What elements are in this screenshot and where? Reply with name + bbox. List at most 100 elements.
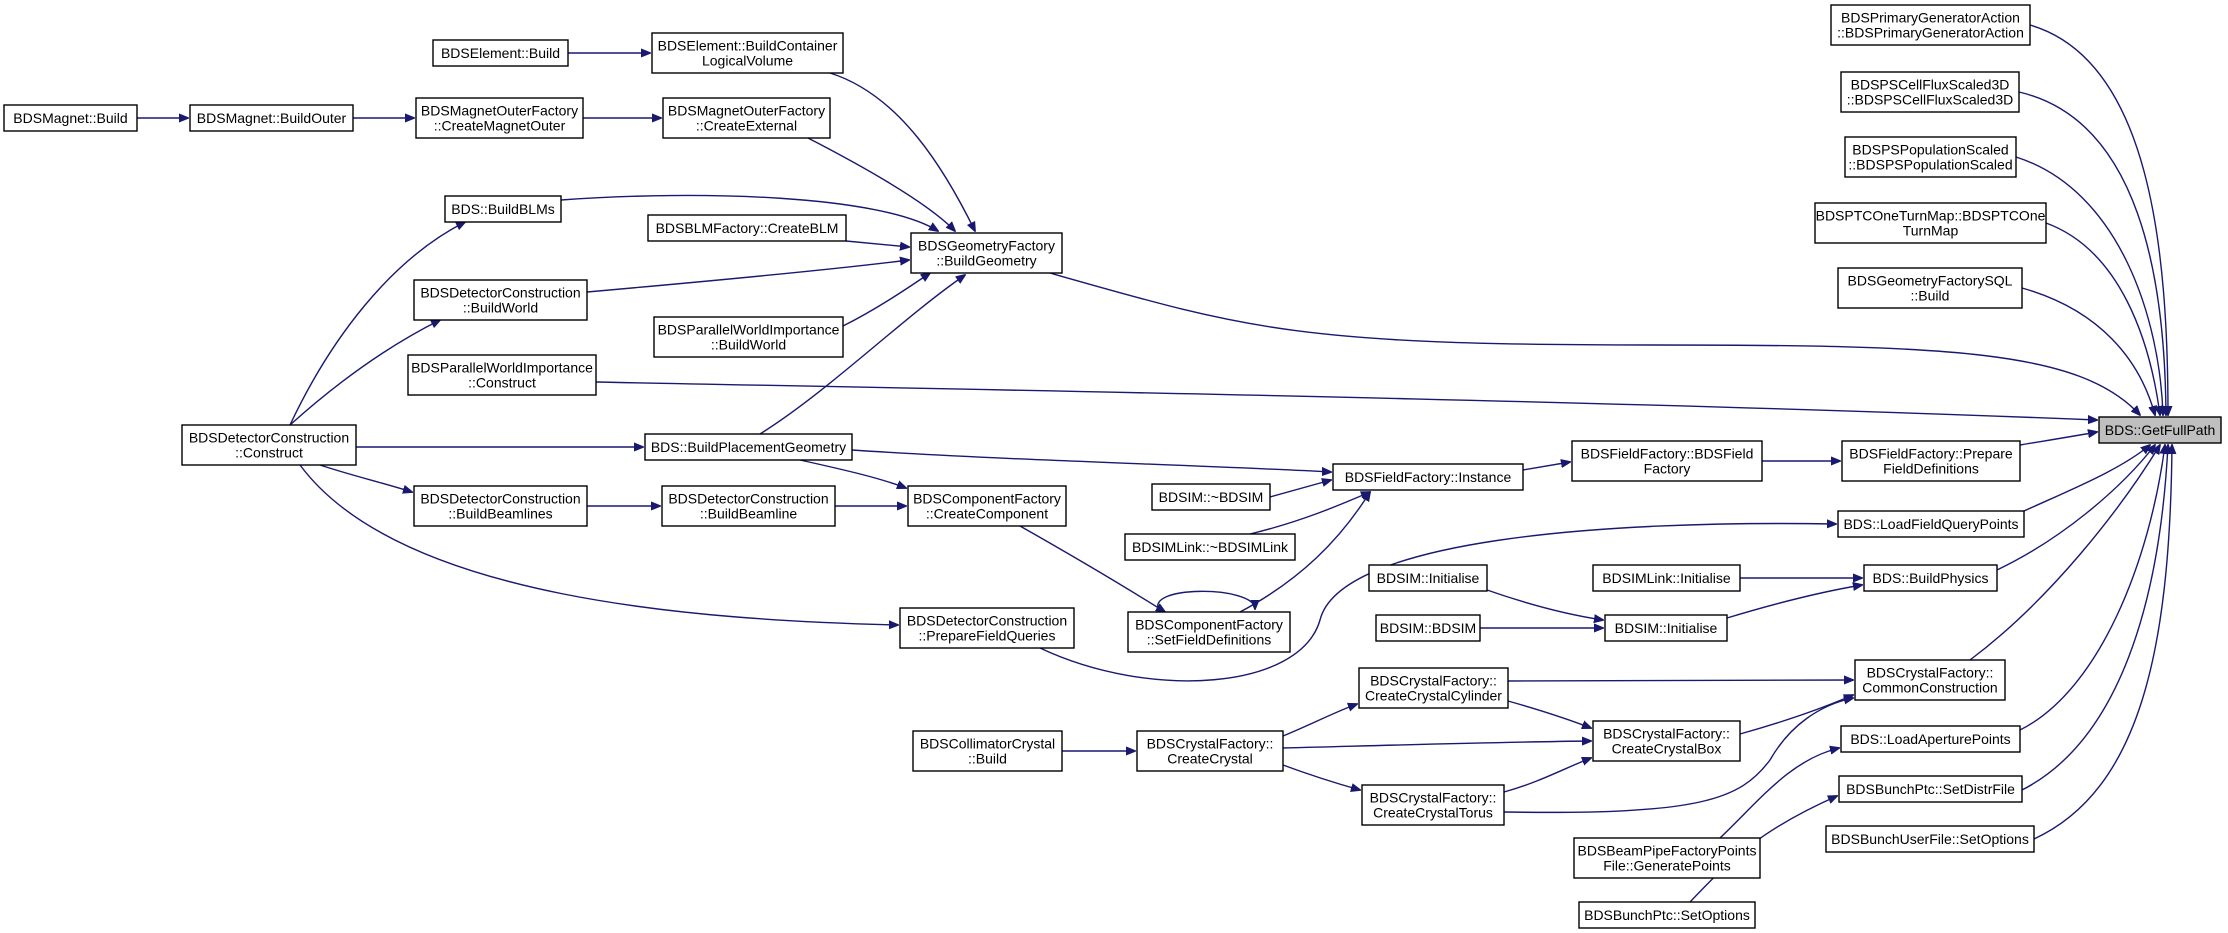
node-lap[interactable]: BDS::LoadAperturePoints	[1840, 725, 2021, 753]
node-label: BDSMagnetOuterFactory	[421, 103, 578, 119]
node-dc-bb[interactable]: BDSDetectorConstruction::BuildBeamline	[661, 485, 836, 527]
node-label: BDSComponentFactory	[913, 491, 1061, 507]
node-label: CommonConstruction	[1862, 680, 1997, 696]
node-bpg[interactable]: BDS::BuildPlacementGeometry	[644, 433, 853, 461]
edge-path	[1282, 764, 1360, 790]
edge-bdsim_d-to-ff_inst	[1269, 480, 1331, 498]
node-gf-bg[interactable]: BDSGeometryFactory::BuildGeometry	[910, 232, 1063, 274]
node-box	[1127, 611, 1291, 653]
edge-gf_bg-to-gfp	[1049, 272, 2140, 415]
node-label: ::BDSPSPopulationScaled	[1848, 157, 2012, 173]
edge-crf_cc-to-crf_cbox	[1282, 741, 1591, 749]
edge-path	[1507, 700, 1591, 728]
node-gfsql[interactable]: BDSGeometryFactorySQL::Build	[1837, 267, 2023, 309]
node-bdsim-i1[interactable]: BDSIM::Initialise	[1368, 564, 1488, 592]
node-crf-ctor[interactable]: BDSCrystalFactory::CreateCrystalTorus	[1361, 784, 1505, 826]
node-dc-bbl[interactable]: BDSDetectorConstruction::BuildBeamlines	[413, 485, 588, 527]
node-label: CreateCrystalBox	[1612, 741, 1722, 757]
node-mof-ce[interactable]: BDSMagnetOuterFactory::CreateExternal	[662, 97, 831, 139]
node-label: BDSDetectorConstruction	[907, 613, 1067, 629]
node-box	[907, 485, 1067, 527]
node-ptc[interactable]: BDSPTCOneTurnMap::BDSPTCOneTurnMap	[1814, 202, 2047, 244]
node-blmf[interactable]: BDSBLMFactory::CreateBLM	[647, 214, 847, 242]
node-ff-ctor[interactable]: BDSFieldFactory::BDSFieldFactory	[1571, 440, 1763, 482]
edge-dc_c-to-dc_bbl	[319, 464, 412, 492]
node-bpso[interactable]: BDSBunchPtc::SetOptions	[1578, 901, 1756, 929]
node-busf[interactable]: BDSBunchUserFile::SetOptions	[1825, 825, 2035, 853]
node-bdsimlink-i[interactable]: BDSIMLink::Initialise	[1592, 564, 1741, 592]
node-pwi-bw[interactable]: BDSParallelWorldImportance::BuildWorld	[653, 316, 844, 358]
node-dc-pfq[interactable]: BDSDetectorConstruction::PrepareFieldQue…	[899, 607, 1075, 649]
node-bdsimlink-d[interactable]: BDSIMLink::~BDSIMLink	[1124, 533, 1296, 561]
node-label: BDSDetectorConstruction	[420, 285, 580, 301]
edge-path	[2033, 445, 2172, 840]
node-box	[444, 195, 562, 223]
node-label: CreateCrystalCylinder	[1365, 688, 1502, 704]
node-box	[1837, 267, 2023, 309]
node-gfp[interactable]: BDS::GetFullPath	[2098, 416, 2222, 444]
node-label: BDSIMLink::~BDSIMLink	[1132, 539, 1289, 555]
edge-path	[1486, 589, 1603, 620]
node-colc-b[interactable]: BDSCollimatorCrystal::Build	[912, 730, 1063, 772]
node-box	[651, 32, 844, 74]
node-bdsim-d[interactable]: BDSIM::~BDSIM	[1151, 483, 1271, 511]
edge-path	[1503, 758, 1591, 793]
node-box	[1604, 614, 1728, 642]
node-bdsim-i2[interactable]: BDSIM::Initialise	[1604, 614, 1728, 642]
node-crf-common[interactable]: BDSCrystalFactory::CommonConstruction	[1854, 659, 2006, 701]
node-label: BDSFieldFactory::Prepare	[1849, 446, 2013, 462]
edge-cf_cc-to-cf_sfd	[1019, 525, 1165, 612]
node-label: ::SetFieldDefinitions	[1147, 632, 1272, 648]
node-label: ::Construct	[235, 445, 303, 461]
node-label: BDSParallelWorldImportance	[411, 360, 593, 376]
node-crf-ccyl[interactable]: BDSCrystalFactory::CreateCrystalCylinder	[1358, 667, 1509, 709]
node-ff-inst[interactable]: BDSFieldFactory::Instance	[1332, 463, 1524, 491]
node-label: BDSPSPopulationScaled	[1852, 142, 2008, 158]
node-el-build[interactable]: BDSElement::Build	[432, 39, 569, 67]
node-pga[interactable]: BDSPrimaryGeneratorAction::BDSPrimaryGen…	[1830, 4, 2031, 46]
node-label: BDS::BuildPlacementGeometry	[651, 439, 846, 455]
node-label: ::BuildBeamlines	[448, 506, 552, 522]
node-bphys[interactable]: BDS::BuildPhysics	[1863, 564, 1998, 592]
node-label: BDSComponentFactory	[1135, 617, 1283, 633]
node-bpsdf[interactable]: BDSBunchPtc::SetDistrFile	[1838, 775, 2023, 803]
node-label: BDSElement::BuildContainer	[658, 38, 838, 54]
node-box	[1151, 483, 1271, 511]
node-label: TurnMap	[1903, 223, 1959, 239]
node-crf-cbox[interactable]: BDSCrystalFactory::CreateCrystalBox	[1592, 720, 1741, 762]
node-mag-build[interactable]: BDSMagnet::Build	[3, 104, 138, 132]
node-box	[661, 485, 836, 527]
node-label: FieldDefinitions	[1883, 461, 1979, 477]
node-bbp[interactable]: BDSBeamPipeFactoryPointsFile::GeneratePo…	[1573, 837, 1761, 879]
node-psc[interactable]: BDSPSCellFluxScaled3D::BDSPSCellFluxScal…	[1840, 71, 2020, 113]
node-cf-sfd[interactable]: BDSComponentFactory::SetFieldDefinitions	[1127, 611, 1291, 653]
node-box	[181, 424, 357, 466]
node-box	[1573, 837, 1761, 879]
node-label: Factory	[1644, 461, 1691, 477]
edge-path	[1969, 445, 2160, 661]
edge-dc_c-to-bds_blms	[289, 222, 465, 426]
node-box	[415, 97, 584, 139]
node-label: ::PrepareFieldQueries	[919, 628, 1056, 644]
node-box	[3, 104, 138, 132]
node-dc-bw[interactable]: BDSDetectorConstruction::BuildWorld	[413, 279, 588, 321]
node-pps[interactable]: BDSPSPopulationScaled::BDSPSPopulationSc…	[1844, 136, 2017, 178]
node-lfqp[interactable]: BDS::LoadFieldQueryPoints	[1837, 510, 2025, 538]
node-bds-blms[interactable]: BDS::BuildBLMs	[444, 195, 562, 223]
node-cf-cc[interactable]: BDSComponentFactory::CreateComponent	[907, 485, 1067, 527]
node-label: BDS::LoadAperturePoints	[1850, 731, 2010, 747]
node-dc-c[interactable]: BDSDetectorConstruction::Construct	[181, 424, 357, 466]
edge-path	[1156, 590, 1255, 613]
node-bdsim-ctor[interactable]: BDSIM::BDSIM	[1375, 614, 1481, 642]
edge-path	[595, 381, 2097, 420]
node-box	[1578, 901, 1756, 929]
node-label: BDS::BuildBLMs	[451, 201, 554, 217]
node-crf-cc[interactable]: BDSCrystalFactory::CreateCrystal	[1136, 730, 1284, 772]
node-pwi-c[interactable]: BDSParallelWorldImportance::Construct	[407, 354, 597, 396]
node-mag-bo[interactable]: BDSMagnet::BuildOuter	[189, 104, 354, 132]
node-mof-cmo[interactable]: BDSMagnetOuterFactory::CreateMagnetOuter	[415, 97, 584, 139]
node-box	[1361, 784, 1505, 826]
edge-crf_ctor-to-crf_common	[1503, 698, 1853, 814]
